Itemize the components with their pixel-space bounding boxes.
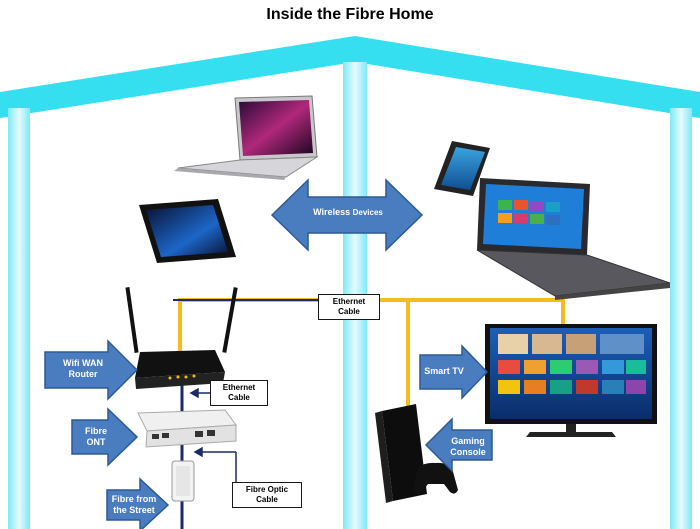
fibre-ont-line2: ONT bbox=[86, 437, 106, 447]
fibre-ont-label: Fibre ONT bbox=[76, 426, 116, 448]
fibre-street-line2: the Street bbox=[113, 505, 155, 515]
fibre-street-line1: Fibre from bbox=[111, 494, 157, 504]
gaming-console-arrow bbox=[424, 417, 493, 473]
ethernet-cable-top-line2: Cable bbox=[338, 307, 360, 316]
fibre-optic-cable-label: Fibre Optic Cable bbox=[232, 482, 302, 508]
fibre-street-arrow bbox=[106, 477, 170, 529]
ethernet-cable-top-line1: Ethernet bbox=[332, 297, 366, 306]
ethernet-cable-router-label: Ethernet Cable bbox=[210, 380, 268, 406]
fibre-ont-icon bbox=[137, 409, 237, 448]
gaming-console-line1: Gaming bbox=[451, 436, 485, 446]
devices-label: Devices bbox=[352, 208, 383, 217]
ethernet-cable-top-label: Ethernet Cable bbox=[318, 294, 380, 320]
wireless-devices-label: Wireless Devices bbox=[300, 207, 396, 218]
wireless-label: Wireless bbox=[313, 207, 351, 217]
tablet-icon bbox=[139, 199, 236, 263]
fibre-street-label: Fibre from the Street bbox=[108, 494, 160, 516]
house-roof bbox=[0, 36, 700, 118]
laptop-icon bbox=[174, 95, 319, 180]
gaming-console-icon bbox=[375, 404, 458, 503]
fibre-ont-line1: Fibre bbox=[84, 426, 107, 436]
wifi-router-label: Wifi WAN Router bbox=[52, 358, 114, 380]
wifi-router-arrow bbox=[44, 339, 139, 401]
gaming-console-label: Gaming Console bbox=[446, 436, 490, 458]
wifi-router-line1: Wifi WAN bbox=[63, 358, 103, 368]
smart-tv-icon bbox=[485, 324, 657, 437]
house-right-wall bbox=[670, 108, 692, 529]
smart-tv-label: Smart TV bbox=[424, 366, 464, 376]
house-outline bbox=[0, 36, 700, 529]
fibre-wallbox-icon bbox=[171, 460, 195, 502]
house-left-wall bbox=[8, 108, 30, 529]
wifi-router-icon bbox=[125, 287, 238, 389]
fibre-optic-cable-line1: Fibre Optic bbox=[245, 485, 289, 494]
gaming-console-line2: Console bbox=[450, 447, 486, 457]
smartphone-icon bbox=[434, 141, 490, 196]
smart-tv-arrow bbox=[419, 344, 489, 400]
ethernet-cable-router-line2: Cable bbox=[228, 393, 250, 402]
fibre-optic-cable-line2: Cable bbox=[256, 495, 278, 504]
windows-laptop-icon bbox=[476, 178, 671, 300]
wireless-devices-arrow bbox=[270, 178, 424, 252]
wifi-router-line2: Router bbox=[68, 369, 98, 379]
ethernet-cable-router-line1: Ethernet bbox=[222, 383, 256, 392]
diagram-title: Inside the Fibre Home bbox=[266, 6, 434, 23]
fibre-ont-arrow bbox=[71, 407, 139, 467]
